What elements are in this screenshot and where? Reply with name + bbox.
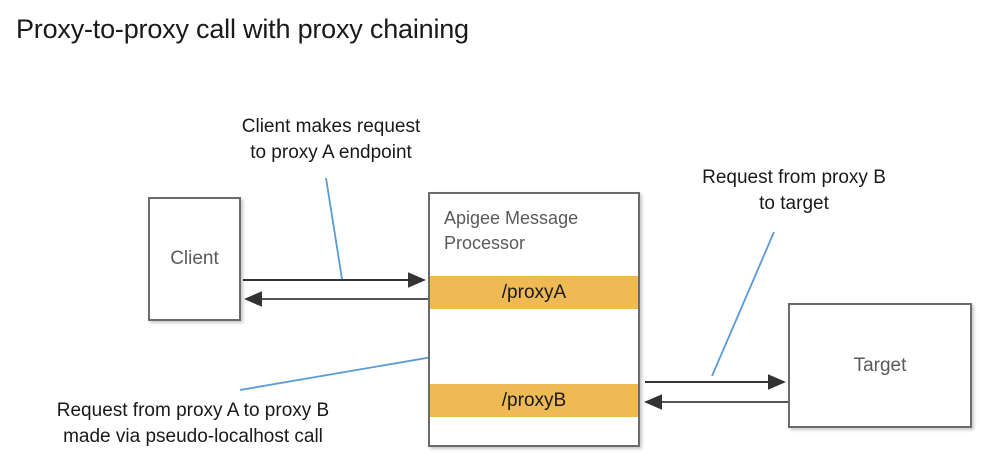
callout-client-request: Client makes request to proxy A endpoint [241, 116, 421, 163]
leader-line-client-callout [325, 177, 343, 280]
node-message-processor[interactable]: Apigee Message Processor /proxyA /proxyB [428, 192, 640, 447]
page-title: Proxy-to-proxy call with proxy chaining [16, 14, 469, 44]
callout-target-request: Request from proxy B to target [702, 167, 886, 214]
node-client-label: Client [170, 248, 219, 269]
proxy-a-band[interactable]: /proxyA [430, 276, 638, 309]
node-target-label: Target [853, 354, 907, 376]
proxy-b-label: /proxyB [501, 389, 567, 411]
node-message-processor-title: Apigee Message Processor [444, 208, 579, 253]
callout-chain-request: Request from proxy A to proxy B made via… [56, 400, 330, 447]
leader-line-target-callout [711, 231, 775, 377]
proxy-b-band[interactable]: /proxyB [430, 384, 638, 417]
proxy-a-label: /proxyA [501, 281, 567, 303]
node-client[interactable]: Client [148, 197, 241, 321]
node-target[interactable]: Target [788, 303, 972, 428]
